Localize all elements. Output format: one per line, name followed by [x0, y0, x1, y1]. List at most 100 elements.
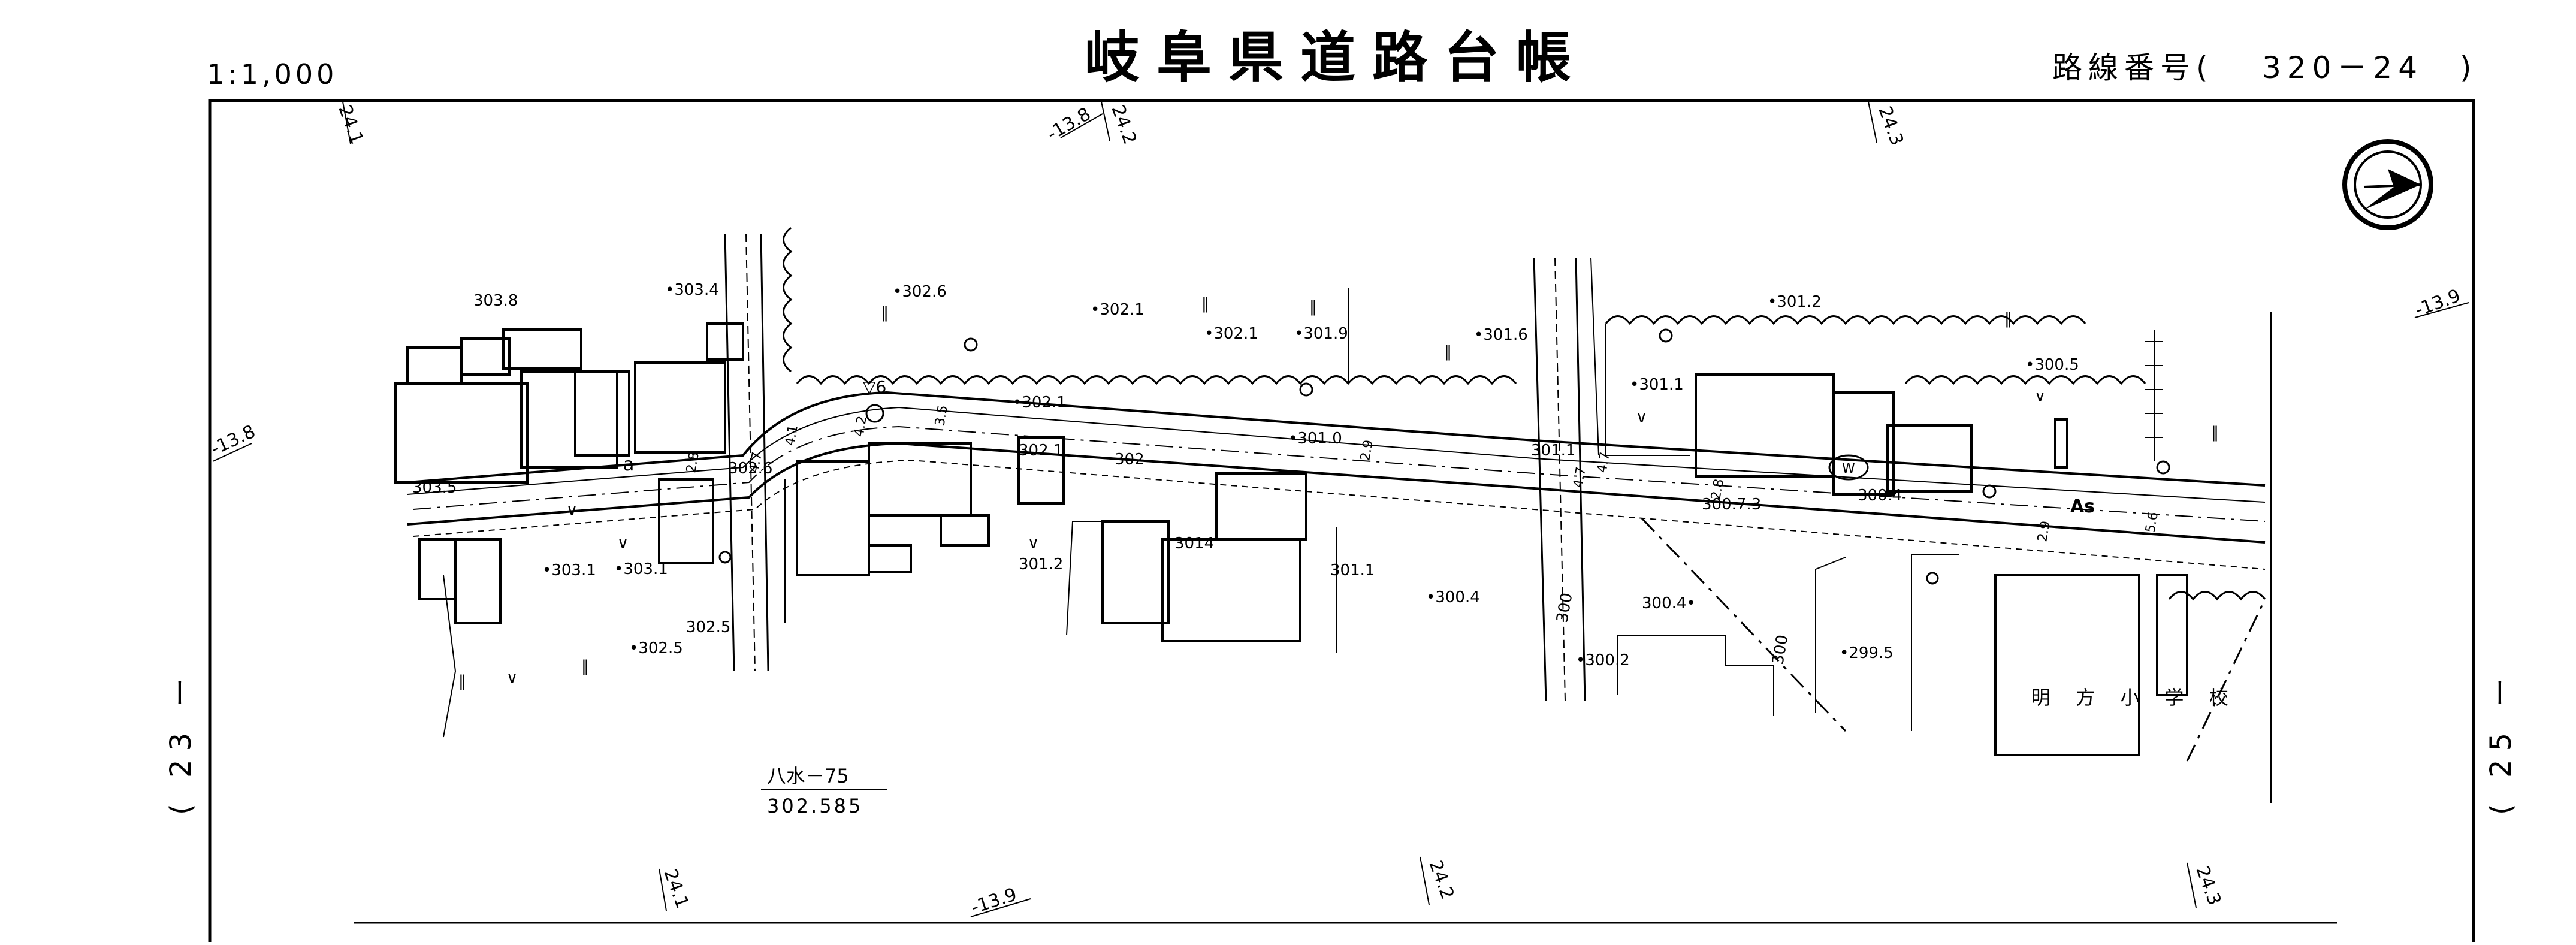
grid-tick-label: -13.8 — [1044, 104, 1095, 145]
svg-text:‖: ‖ — [1309, 298, 1317, 316]
spot-elevation: 302.6 — [728, 460, 772, 478]
hedge-lines — [783, 227, 2266, 601]
grid-tick-label: 24.3 — [1874, 104, 1907, 149]
cross-roads — [724, 233, 1599, 702]
width-value: 4.1 — [783, 424, 801, 447]
spot-elevation: 302.5 — [686, 618, 730, 636]
grid-tick-label: 24.3 — [2191, 864, 2225, 908]
spot-elevation: 300 — [1769, 633, 1792, 666]
svg-text:∨: ∨ — [566, 502, 578, 520]
spot-elevation: 301.1 — [1531, 442, 1575, 460]
grid-tick-label: 24.2 — [1424, 858, 1458, 902]
svg-text:‖: ‖ — [1201, 295, 1209, 313]
well-symbol: W — [1828, 454, 1869, 481]
spot-elevation: 301.2 — [1019, 555, 1063, 573]
benchmark-name: 八水－75 — [767, 765, 849, 787]
vegetation-symbols: ‖ ‖ ‖ ‖ ‖ ‖ ∨ ∨ ‖ ‖ ∨ ∨ ∨ ∨ — [458, 295, 2219, 690]
width-value: 4.7 — [1571, 466, 1589, 489]
spot-elevation: •301.2 — [1768, 293, 1822, 311]
width-value: 4.7 — [747, 451, 765, 474]
svg-text:∨: ∨ — [617, 535, 629, 552]
adjacent-sheet-right: ( 25 ー — [2484, 670, 2518, 815]
grid-tick-label: -13.8 — [208, 421, 259, 460]
svg-text:‖: ‖ — [2211, 424, 2219, 442]
route-number-label: 路線番号( — [2052, 50, 2214, 85]
svg-text:∨: ∨ — [1028, 535, 1039, 552]
spot-elevation: •302.6 — [893, 283, 947, 301]
width-value: 5.6 — [2143, 511, 2161, 534]
sheet-title: 岐阜県道路台帳 — [1085, 25, 1588, 90]
road-width-marks: 4.1 4.2 3.5 2.9 2.8 4.7 4.7 2.9 5.6 2.8 … — [684, 404, 2161, 543]
pavement-label: As — [2070, 496, 2095, 517]
spot-elevation: •300.4 — [1426, 588, 1480, 606]
grid-tick-label: 24.1 — [334, 102, 367, 147]
spot-elevation: •302.5 — [629, 639, 683, 657]
spot-elevation: •301.1 — [1630, 376, 1684, 394]
spot-elevation: 300.4• — [1642, 594, 1696, 612]
grid-tick-label: 24.2 — [1107, 102, 1140, 147]
spot-elevation: •301.0 — [1288, 430, 1342, 448]
grid-tick-label: 24.1 — [659, 866, 693, 911]
width-value: 2.8 — [684, 451, 702, 474]
route-number-close: ) — [2460, 50, 2472, 85]
width-value: 3.5 — [932, 404, 951, 427]
spot-elevation: 302.1 — [1019, 442, 1063, 460]
spot-elevation: •301.9 — [1294, 325, 1348, 343]
spot-elevation: •300.5 — [2025, 356, 2079, 374]
road-edge-north-inner — [407, 406, 2266, 503]
spot-elevation: •302.1 — [1013, 394, 1067, 412]
grid-tick-marks: 24.1 -13.8 24.2 24.3 -13.8 -13.9 24.1 -1… — [208, 101, 2469, 919]
boundary-line — [1641, 517, 1847, 732]
spot-elevation: 301.1 — [1330, 561, 1375, 579]
buildings — [394, 322, 2188, 756]
spot-elevation: •302.1 — [1204, 325, 1258, 343]
spot-elevation: 303.8 — [473, 292, 518, 310]
width-value: 2.9 — [1358, 439, 1376, 462]
scale-label: 1:1,000 — [207, 58, 337, 90]
spot-elevation: •299.5 — [1840, 644, 1894, 662]
utility-markers — [718, 328, 2170, 585]
route-number-value: 320－24 — [2262, 50, 2423, 85]
grid-tick-label: -13.9 — [969, 884, 1020, 918]
spot-elevation: 300 — [1553, 591, 1576, 624]
spot-elevation: •302.1 — [1091, 301, 1144, 319]
svg-text:‖: ‖ — [2004, 310, 2012, 328]
spot-elevation: •301.6 — [1474, 326, 1528, 344]
width-value: 2.9 — [2035, 520, 2053, 543]
spot-elevation: 300.7.3 — [1702, 496, 1761, 514]
school-label: 明 方 小 学 校 — [2031, 686, 2238, 709]
spot-elevation: •303.1 — [614, 560, 668, 578]
road-edge-south-outer — [413, 459, 2266, 570]
spot-elevation: 302 — [1115, 451, 1144, 469]
svg-text:‖: ‖ — [1444, 343, 1452, 361]
spot-elevations: 303.8 •303.4 •302.6 •302.1 •302.1 •301.9… — [412, 281, 2079, 669]
grid-tick-label: -13.9 — [2412, 285, 2463, 321]
svg-text:∨: ∨ — [2034, 388, 2046, 406]
svg-text:‖: ‖ — [458, 672, 466, 690]
spot-elevation: 3014 — [1174, 535, 1214, 552]
spot-elevation: •303.4 — [665, 281, 719, 299]
boundary-line — [2186, 599, 2266, 762]
benchmark-symbol: ▽6 — [863, 377, 886, 397]
spot-elevation: •303.1 — [542, 561, 596, 579]
width-value: 2.8 — [1708, 478, 1727, 501]
building-outlines-thin — [443, 288, 2272, 803]
width-value: 4.7 — [1594, 451, 1613, 474]
map-frame — [208, 99, 2475, 945]
svg-text:‖: ‖ — [881, 304, 889, 322]
svg-text:∨: ∨ — [1636, 409, 1647, 427]
spot-elevation: 303.5 — [412, 479, 457, 497]
benchmark-block: 八水－75 302.585 — [761, 765, 887, 817]
road-edge-north — [407, 391, 2266, 487]
north-arrow-icon — [2342, 139, 2433, 230]
svg-text:∨: ∨ — [506, 669, 518, 687]
svg-text:‖: ‖ — [581, 657, 589, 675]
benchmark-elevation: 302.585 — [767, 795, 863, 817]
width-value: 4.2 — [851, 415, 870, 438]
spot-elevation: •300.2 — [1576, 651, 1630, 669]
fence-row — [2145, 330, 2163, 461]
well-label: W — [1842, 461, 1855, 476]
spot-elevation: 300.4 — [1858, 487, 1902, 505]
